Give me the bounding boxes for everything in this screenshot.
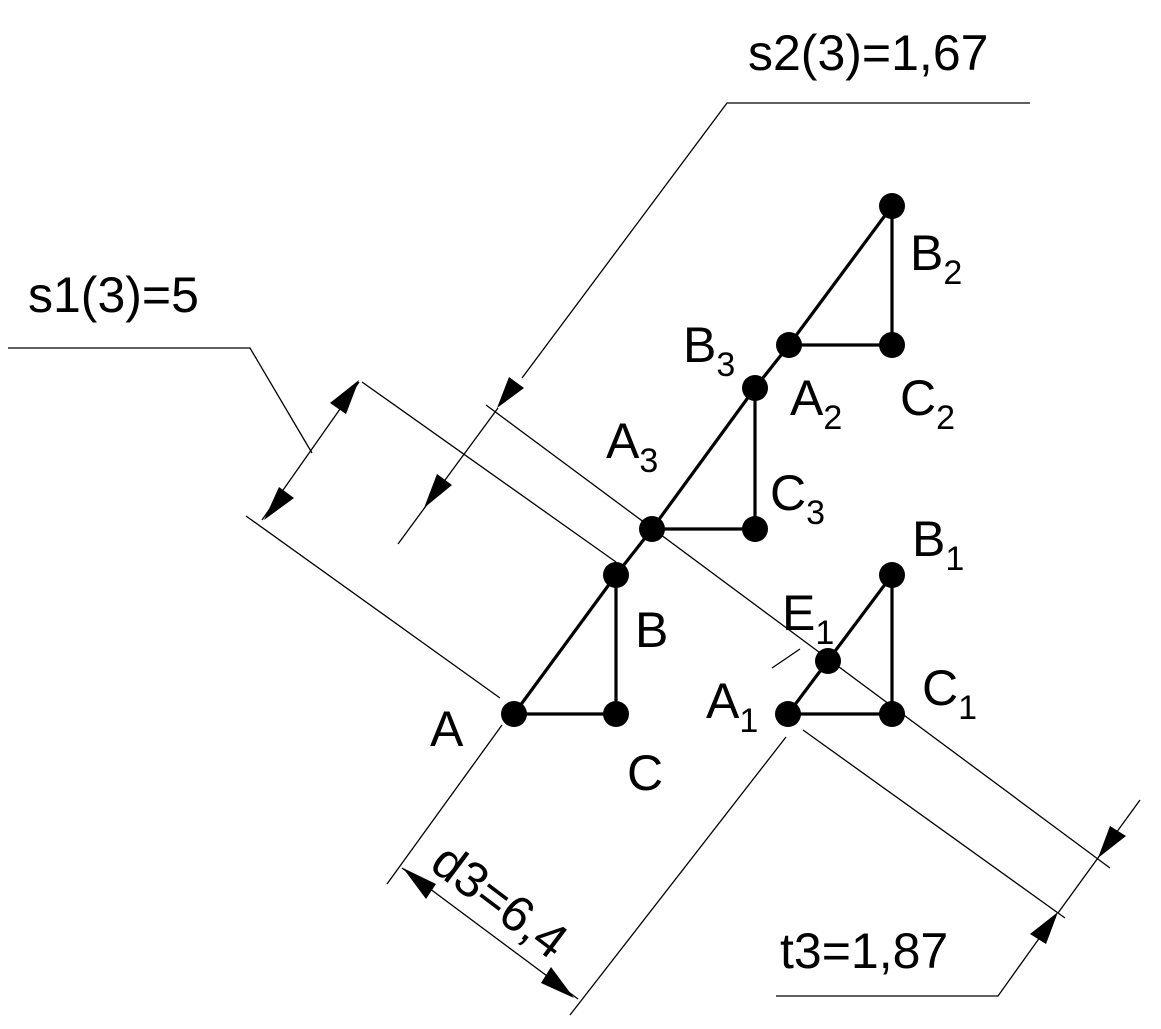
s1-leader xyxy=(8,347,313,454)
d3-arrow-right xyxy=(541,967,574,998)
s2-leader xyxy=(521,102,1030,379)
label-c2: C2 xyxy=(900,370,955,437)
point-c2 xyxy=(879,332,905,358)
label-b2: B2 xyxy=(910,225,962,292)
point-a2 xyxy=(776,332,802,358)
point-a3 xyxy=(639,516,665,542)
arrowheads xyxy=(264,377,1126,998)
label-c: C xyxy=(627,745,663,801)
label-c3: C3 xyxy=(770,465,825,532)
point-e1 xyxy=(815,648,841,674)
extension-line-a xyxy=(245,515,501,699)
extension-line-a3 xyxy=(485,404,1111,869)
point-a xyxy=(501,701,527,727)
label-a: A xyxy=(430,701,464,757)
d3-extension-a xyxy=(386,724,503,885)
label-b3: B3 xyxy=(683,317,735,384)
edge-a3-b3 xyxy=(650,387,757,530)
edge-a1-b1 xyxy=(786,574,894,715)
extension-line-a1 xyxy=(802,729,1066,919)
t3-dimension-label: t3=1,87 xyxy=(780,923,948,979)
dimension-labels: s2(3)=1,67 s1(3)=5 d3=6,4 t3=1,87 xyxy=(28,25,988,979)
point-labels: A B C A1 B1 C1 E1 A2 B2 C2 A3 B3 xyxy=(430,225,977,801)
s1-arrow-top xyxy=(330,380,359,414)
extension-line-b xyxy=(361,381,617,563)
edge-a2-b2 xyxy=(787,205,894,346)
point-c3 xyxy=(742,516,768,542)
label-b1: B1 xyxy=(912,511,964,578)
point-c1 xyxy=(879,701,905,727)
label-e1: E1 xyxy=(782,585,834,652)
s2-dimension-label: s2(3)=1,67 xyxy=(748,25,988,81)
label-a2: A2 xyxy=(790,370,842,437)
d3-extension-a1 xyxy=(569,736,787,1016)
d3-dimension-label: d3=6,4 xyxy=(421,832,578,970)
label-c1: C1 xyxy=(922,660,977,727)
point-b1 xyxy=(879,562,905,588)
t3-arrow-top xyxy=(1098,826,1126,858)
t3-leader xyxy=(776,932,1044,997)
dimension-lines xyxy=(8,102,1141,1016)
triangle-edges xyxy=(512,205,894,716)
s2-arrow-top xyxy=(497,377,524,408)
point-b3 xyxy=(742,375,768,401)
s2-dimension-line xyxy=(397,407,499,545)
t3-arrow-bottom xyxy=(1030,912,1058,944)
point-c xyxy=(603,701,629,727)
label-a1: A1 xyxy=(706,673,758,740)
s1-dimension-label: s1(3)=5 xyxy=(28,267,199,323)
s2-arrow-bottom xyxy=(424,474,452,508)
point-b xyxy=(603,562,629,588)
edge-a-b xyxy=(512,574,618,715)
vertex-points xyxy=(501,193,905,727)
point-a1 xyxy=(775,701,801,727)
label-b: B xyxy=(635,602,668,658)
label-a3: A3 xyxy=(606,413,658,480)
point-b2 xyxy=(879,193,905,219)
extension-line-e1 xyxy=(771,648,801,669)
d3-arrow-left xyxy=(403,868,436,899)
s1-arrow-bottom xyxy=(264,487,294,520)
